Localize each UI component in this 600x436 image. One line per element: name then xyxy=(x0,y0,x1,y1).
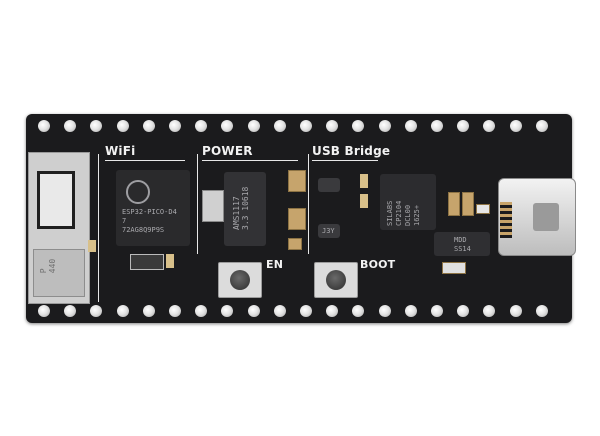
micro-usb-opening xyxy=(533,203,559,231)
capacitor-5 xyxy=(288,238,302,250)
power-underline xyxy=(202,160,298,161)
capacitor-2 xyxy=(88,240,96,252)
en-label: EN xyxy=(266,258,284,271)
en-button-knob xyxy=(230,270,250,290)
capacitor-3 xyxy=(288,170,306,192)
regulator-text: AMS1117 3.3 10618 xyxy=(232,186,250,230)
header-pin xyxy=(326,305,339,317)
header-pin xyxy=(352,120,365,132)
header-pin xyxy=(116,120,129,132)
esp32-chip-text: ESP32-PICO-D4 7 72AG8Q9P9S xyxy=(122,208,177,234)
header-pin xyxy=(535,120,548,132)
header-pin xyxy=(90,305,103,317)
header-pin xyxy=(195,305,208,317)
en-button[interactable] xyxy=(218,262,262,298)
antenna-trace xyxy=(37,171,75,229)
espressif-logo xyxy=(126,180,150,204)
resistor-array xyxy=(130,254,164,270)
usb-contacts xyxy=(500,202,512,238)
power-label: POWER xyxy=(202,144,253,158)
header-pin xyxy=(431,120,443,132)
power-divider xyxy=(197,154,198,254)
regulator-tab xyxy=(202,190,224,222)
capacitor-4 xyxy=(288,208,306,230)
header-pin xyxy=(169,120,181,132)
antenna-label: P 440 xyxy=(39,258,58,274)
header-pin xyxy=(221,120,234,132)
transistor-2: J3Y xyxy=(318,224,340,238)
header-pin xyxy=(300,305,312,317)
header-pin xyxy=(221,305,234,317)
header-pin xyxy=(378,305,391,317)
header-pin xyxy=(352,305,365,317)
diode-text: MDD SS14 xyxy=(454,236,471,253)
boot-button-knob xyxy=(326,270,346,290)
esp32-pico-dev-board: P 440 WiFi ESP32-PICO-D4 7 72AG8Q9P9S PO… xyxy=(26,114,576,323)
header-pin xyxy=(404,120,417,132)
header-pin xyxy=(431,305,443,317)
header-pin xyxy=(116,305,129,317)
header-pin xyxy=(273,305,286,317)
header-pin xyxy=(483,120,496,132)
usb-bridge-underline xyxy=(312,160,378,161)
header-pin xyxy=(38,305,50,317)
header-pin xyxy=(247,120,260,132)
header-pin xyxy=(509,305,522,317)
header-pin xyxy=(509,120,522,132)
header-pin xyxy=(300,120,312,132)
header-pin xyxy=(247,305,260,317)
capacitor-6 xyxy=(360,174,368,188)
voltage-regulator: AMS1117 3.3 10618 xyxy=(224,172,266,246)
header-pin xyxy=(90,120,103,132)
header-pin xyxy=(169,305,181,317)
wifi-underline xyxy=(105,160,185,161)
header-pin xyxy=(142,120,155,132)
wifi-divider xyxy=(98,154,99,302)
boot-label: BOOT xyxy=(360,258,396,271)
header-pin xyxy=(535,305,548,317)
usb-bridge-chip-text: SILABS CP2104 DCL00 1625+ xyxy=(386,200,421,226)
header-pin xyxy=(378,120,391,132)
capacitor-9 xyxy=(462,192,474,216)
capacitor-7 xyxy=(360,194,368,208)
header-pin xyxy=(64,120,77,132)
resistor-2 xyxy=(442,262,466,274)
usb-bridge-label: USB Bridge xyxy=(312,144,391,158)
usb-bridge-chip: SILABS CP2104 DCL00 1625+ xyxy=(380,174,436,230)
header-pin xyxy=(457,120,470,132)
schottky-diode: MDD SS14 xyxy=(434,232,490,256)
header-pin xyxy=(326,120,339,132)
capacitor-1 xyxy=(166,254,174,268)
usb-bridge-divider xyxy=(308,154,309,254)
boot-button[interactable] xyxy=(314,262,358,298)
capacitor-8 xyxy=(448,192,460,216)
header-pin xyxy=(457,305,470,317)
wifi-label: WiFi xyxy=(105,144,136,158)
led-1 xyxy=(476,204,490,214)
header-pin xyxy=(483,305,496,317)
header-pin xyxy=(142,305,155,317)
antenna-block xyxy=(33,249,85,297)
header-pin xyxy=(64,305,77,317)
esp32-pico-chip: ESP32-PICO-D4 7 72AG8Q9P9S xyxy=(116,170,190,246)
transistor-text: J3Y xyxy=(322,227,335,235)
header-pin xyxy=(273,120,286,132)
header-pin xyxy=(195,120,208,132)
header-pin xyxy=(404,305,417,317)
transistor-1 xyxy=(318,178,340,192)
antenna-module: P 440 xyxy=(28,152,90,304)
header-pin xyxy=(38,120,50,132)
